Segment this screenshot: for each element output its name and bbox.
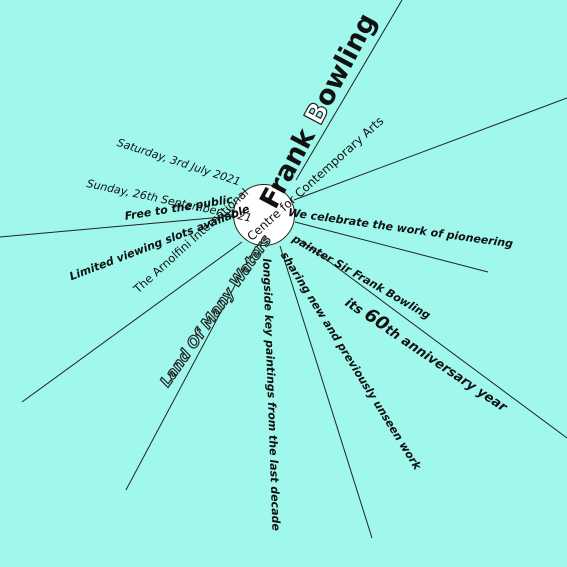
ray-line <box>21 241 243 403</box>
ray-line <box>295 0 403 181</box>
ray-line <box>279 245 373 539</box>
ray-line <box>299 239 567 439</box>
ray-line <box>293 97 567 201</box>
ray-line <box>294 221 489 273</box>
ray-line <box>125 245 257 491</box>
ray-line <box>0 215 235 238</box>
center-circle <box>233 184 295 246</box>
